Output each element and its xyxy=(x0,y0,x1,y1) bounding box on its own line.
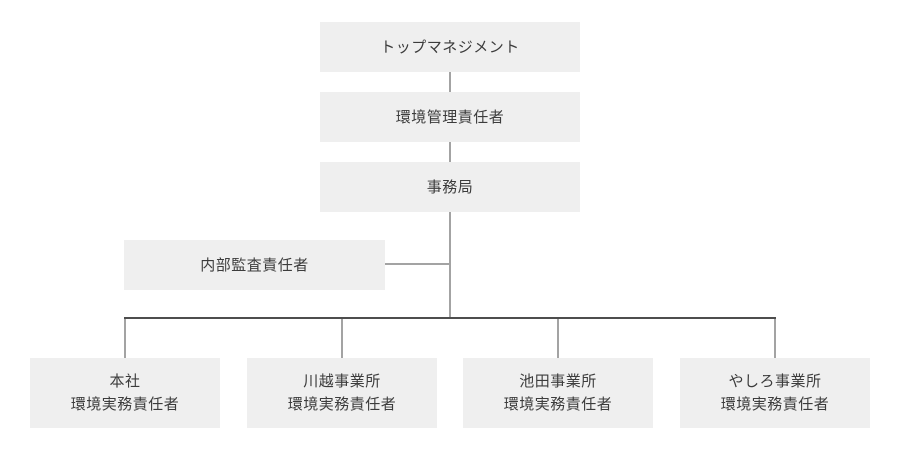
site-name: 本社 xyxy=(109,373,141,390)
org-node-internal-audit: 内部監査責任者 xyxy=(124,240,385,290)
org-node-label: 環境管理責任者 xyxy=(395,108,505,126)
site-name: 川越事業所 xyxy=(303,373,381,390)
org-node-label: 事務局 xyxy=(426,178,474,196)
site-role: 環境実務責任者 xyxy=(720,396,830,413)
connector-stub-honsha xyxy=(124,319,126,358)
connector-stub-kawagoe xyxy=(341,319,343,358)
org-node-label: トップマネジメント xyxy=(380,38,520,56)
connector-stub-ikeda xyxy=(557,319,559,358)
org-node-secretariat: 事務局 xyxy=(320,162,580,212)
site-name: やしろ事業所 xyxy=(728,373,822,390)
connector-audit-to-trunk xyxy=(385,263,450,265)
org-node-label: 内部監査責任者 xyxy=(200,256,309,274)
connector-top-to-env xyxy=(449,72,451,92)
org-node-site-ikeda: 池田事業所 環境実務責任者 xyxy=(463,358,653,428)
org-node-site-honsha: 本社 環境実務責任者 xyxy=(30,358,220,428)
connector-branch-horizontal xyxy=(124,317,776,319)
org-node-top-management: トップマネジメント xyxy=(320,22,580,72)
site-role: 環境実務責任者 xyxy=(503,396,613,413)
org-node-site-kawagoe: 川越事業所 環境実務責任者 xyxy=(247,358,437,428)
connector-stub-yashiro xyxy=(774,319,776,358)
site-role: 環境実務責任者 xyxy=(70,396,180,413)
org-node-site-yashiro: やしろ事業所 環境実務責任者 xyxy=(680,358,870,428)
site-role: 環境実務責任者 xyxy=(287,396,397,413)
site-name: 池田事業所 xyxy=(519,373,597,390)
connector-secretariat-trunk xyxy=(449,212,451,317)
org-node-environmental-manager: 環境管理責任者 xyxy=(320,92,580,142)
connector-env-to-secretariat xyxy=(449,142,451,162)
